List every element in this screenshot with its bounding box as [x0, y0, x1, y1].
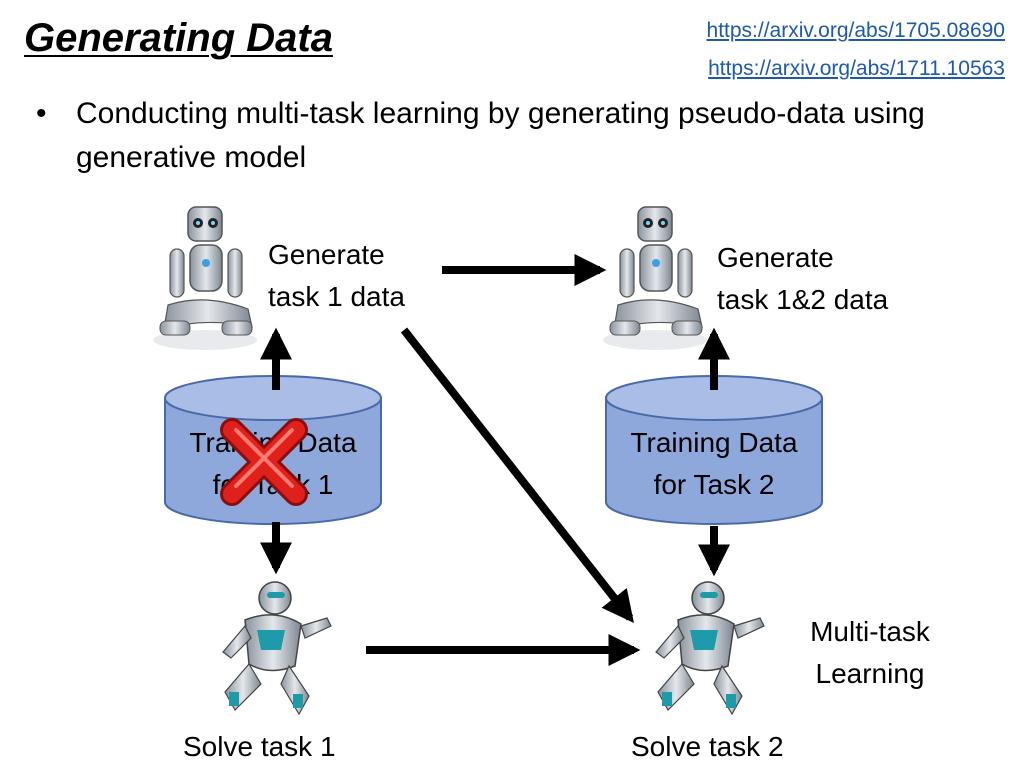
page-title: Generating Data — [24, 16, 333, 60]
reference-link-1[interactable]: https://arxiv.org/abs/1705.08690 — [706, 19, 1005, 42]
generator-1-label-line1: Generate — [268, 239, 385, 270]
database-2-label-line1: Training Data — [630, 427, 798, 458]
generator-robot-1-icon — [153, 206, 257, 350]
solver-2-label: Solve task 2 — [631, 731, 784, 762]
multitask-label-line1: Multi-task — [810, 616, 930, 647]
generator-2-label-line2: task 1&2 data — [717, 284, 889, 315]
generator-1-label-line2: task 1 data — [268, 281, 405, 312]
generator-2-label: Generate task 1&2 data — [717, 241, 888, 317]
reference-link-2[interactable]: https://arxiv.org/abs/1711.10563 — [708, 57, 1005, 80]
generator-2-label-line1: Generate — [717, 242, 834, 273]
database-task-2-icon — [605, 375, 823, 525]
arrow-generator1-to-solver2 — [400, 327, 634, 624]
generator-robot-2-icon — [603, 206, 707, 350]
reference-links: https://arxiv.org/abs/1705.08690 https:/… — [707, 12, 1005, 88]
bullet-dot-icon: • — [36, 97, 47, 130]
crossed-out-icon — [220, 418, 308, 506]
solver-robot-2-icon — [655, 581, 765, 716]
database-2-label: Training Data for Task 2 — [606, 426, 822, 502]
solver-1-label: Solve task 1 — [183, 731, 336, 762]
database-2-label-line2: for Task 2 — [653, 469, 775, 500]
bullet-text: Conducting multi-task learning by genera… — [76, 97, 925, 174]
bullet-point: • Conducting multi-task learning by gene… — [36, 92, 966, 180]
generator-1-label: Generate task 1 data — [268, 238, 405, 314]
solver-robot-1-icon — [222, 581, 332, 716]
multitask-label-line2: Learning — [815, 658, 925, 689]
multitask-label: Multi-task Learning — [790, 615, 950, 691]
